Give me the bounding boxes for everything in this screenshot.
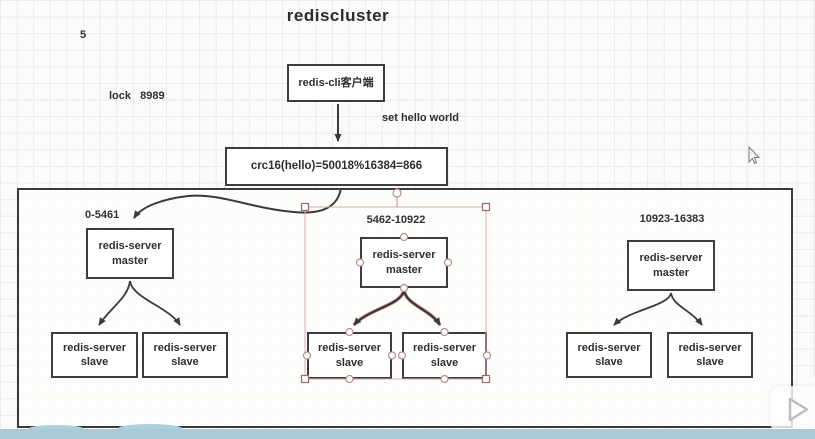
node-redis-slave-1b[interactable]: redis-server slave [142, 332, 228, 378]
node-redis-slave-3b[interactable]: redis-server slave [667, 332, 753, 378]
node-redis-slave-2a[interactable]: redis-server slave [307, 332, 392, 379]
node-redis-slave-1a[interactable]: redis-server slave [51, 332, 138, 378]
bottom-bar-wave [118, 424, 182, 433]
diagram-title[interactable]: rediscluster [286, 6, 390, 25]
edge-label-set-hello-world[interactable]: set hello world [382, 112, 460, 124]
shard-range-label-1[interactable]: 0-5461 [85, 209, 120, 221]
node-redis-master-3[interactable]: redis-server master [627, 240, 715, 291]
bottom-taskbar-edge [0, 429, 815, 439]
shard-range-label-2[interactable]: 5462-10922 [366, 214, 426, 226]
node-redis-cli-client[interactable]: redis-cli客户端 [287, 64, 385, 102]
node-crc16-hash[interactable]: crc16(hello)=50018%16384=866 [225, 147, 448, 186]
node-redis-slave-2b[interactable]: redis-server slave [402, 332, 487, 379]
shard-range-label-3[interactable]: 10923-16383 [639, 213, 705, 225]
note-number[interactable]: 5 [80, 29, 87, 41]
node-redis-master-1[interactable]: redis-server master [86, 228, 174, 279]
node-redis-slave-3a[interactable]: redis-server slave [566, 332, 652, 378]
node-redis-master-2[interactable]: redis-server master [360, 237, 448, 288]
play-icon [788, 397, 809, 422]
note-lock[interactable]: lock 8989 [109, 90, 165, 102]
play-button-overlay[interactable] [770, 386, 815, 433]
mouse-cursor-icon [748, 145, 761, 165]
